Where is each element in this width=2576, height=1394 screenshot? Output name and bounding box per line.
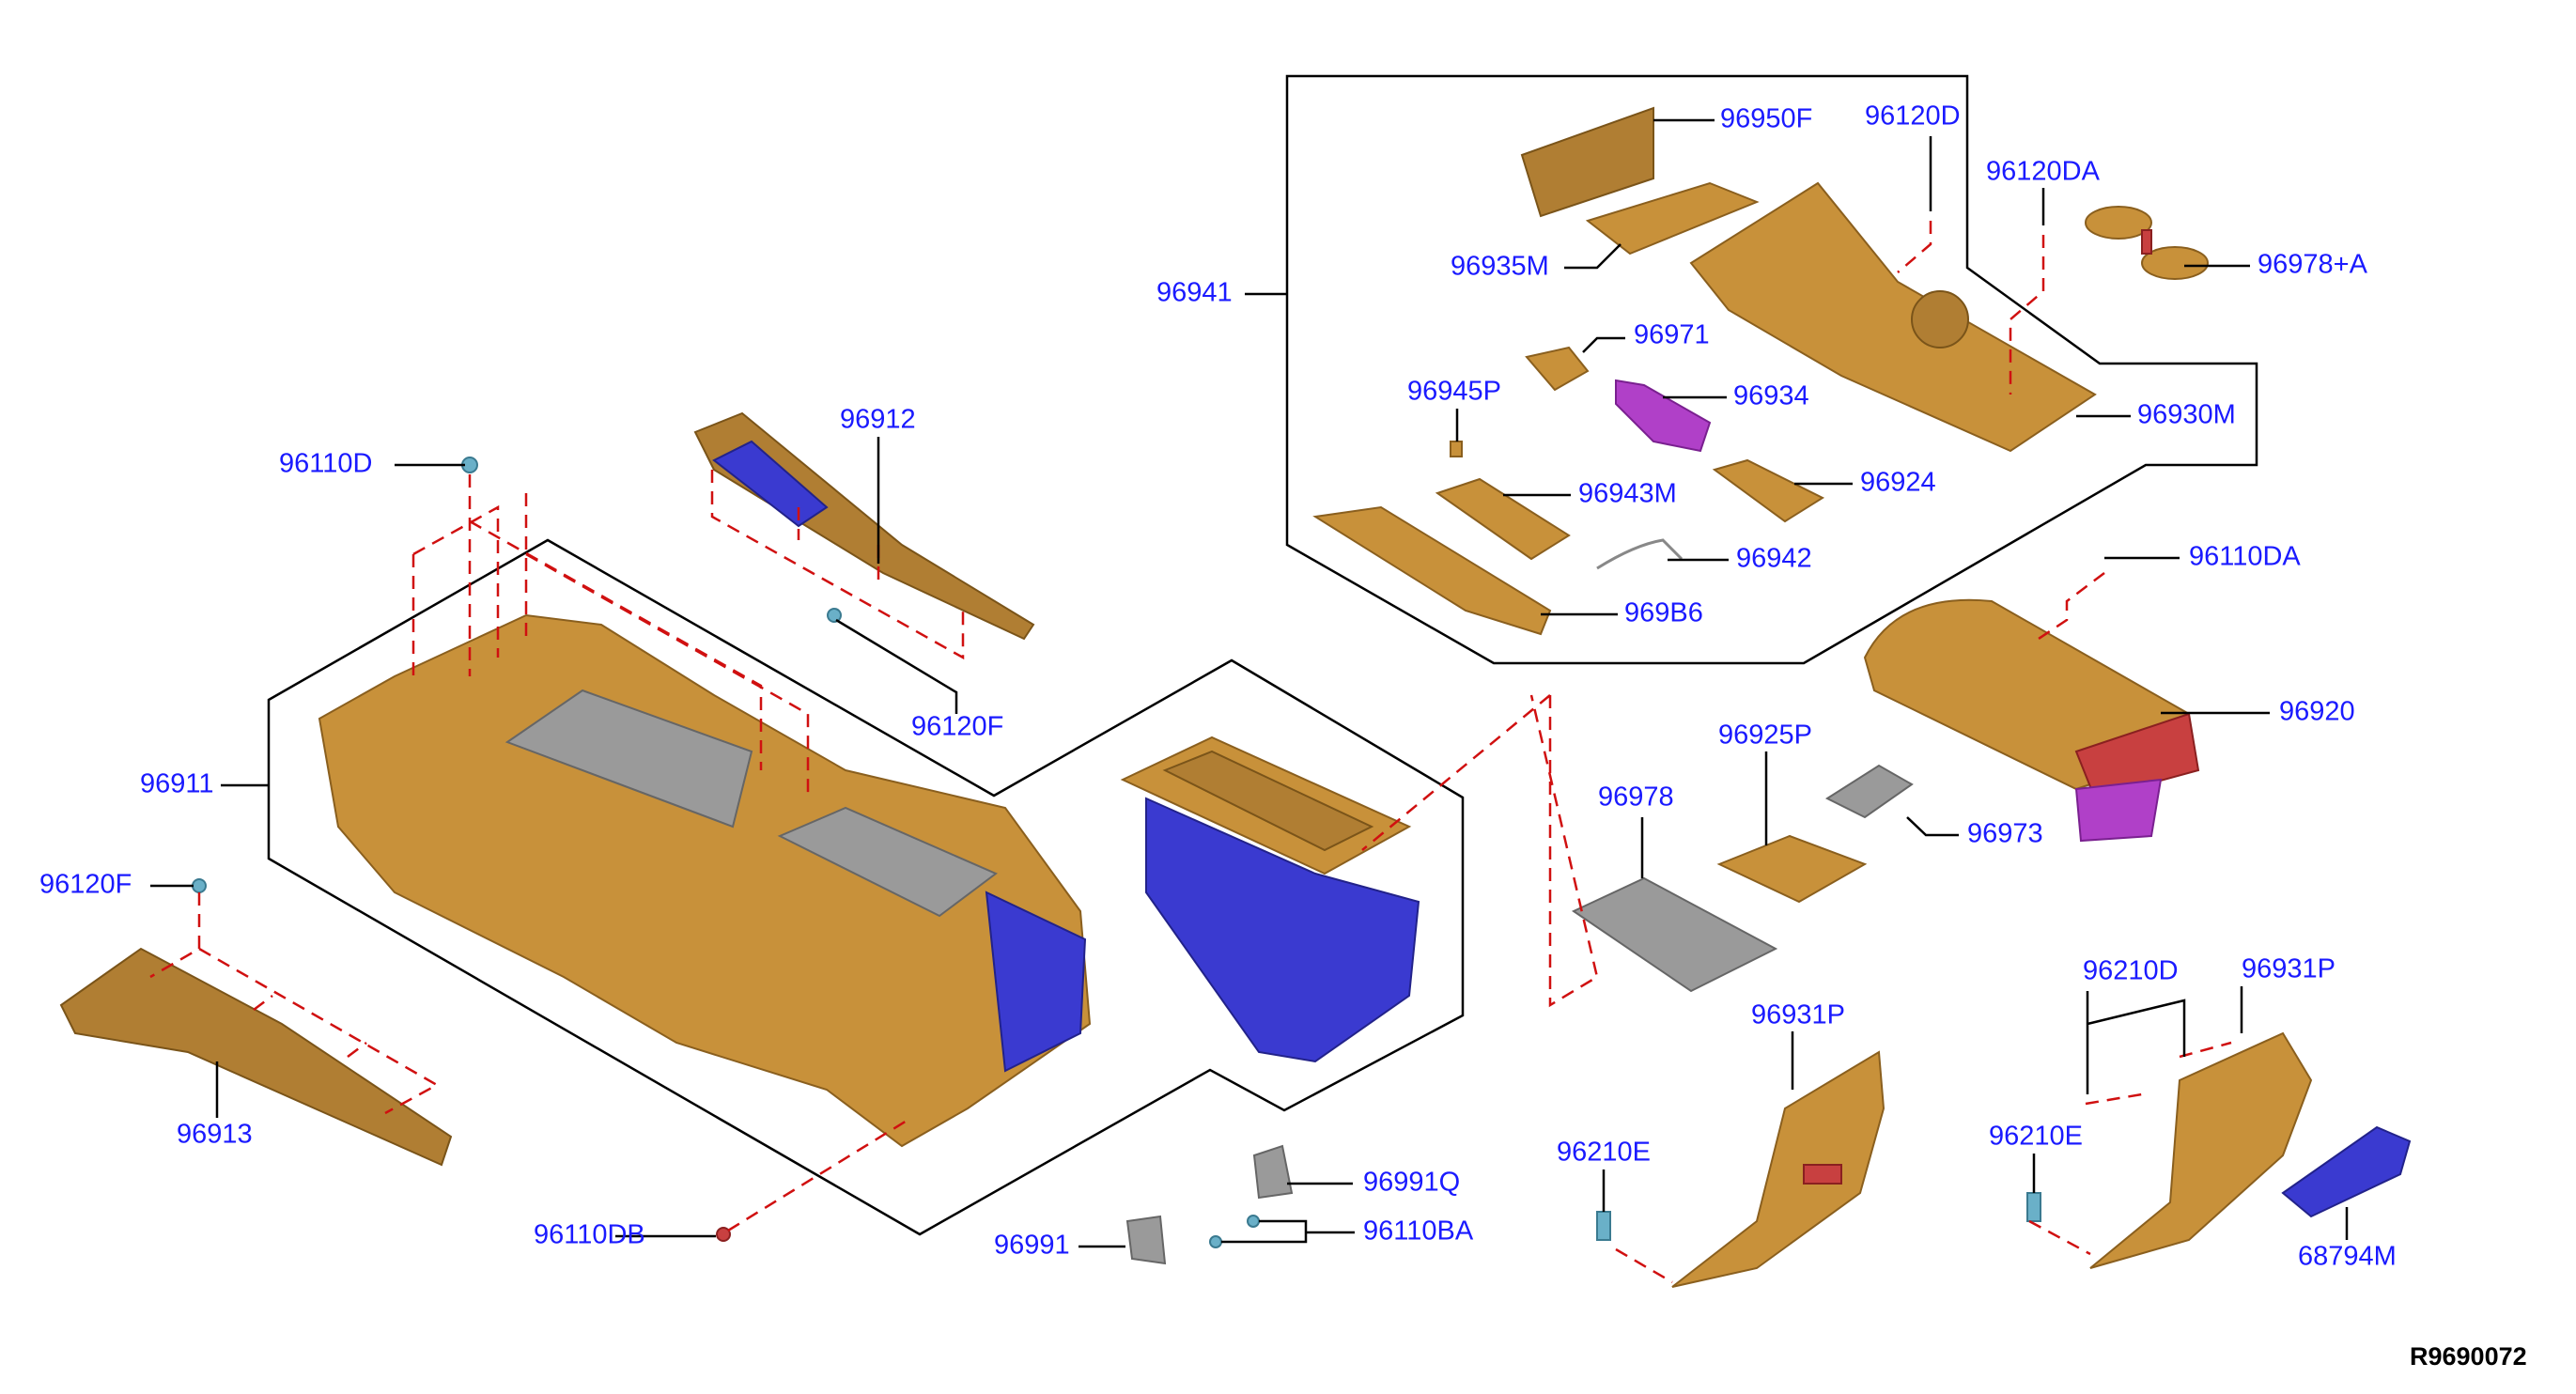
part-labels: 96950F 96120D 96120DA 96978+A 96935M 969… [39, 101, 2527, 1371]
callout-96924[interactable]: 96924 [1860, 468, 1936, 498]
callout-96991[interactable]: 96991 [994, 1231, 1070, 1261]
callout-96210E-left[interactable]: 96210E [1557, 1138, 1651, 1168]
clip-96120F-rail-part[interactable] [827, 608, 842, 623]
bezel-96943M-part[interactable] [1435, 477, 1571, 561]
cup-holder [1911, 290, 1969, 348]
callout-96935M[interactable]: 96935M [1451, 252, 1549, 282]
tray-96925P-part[interactable] [1716, 834, 1868, 904]
mat-96973-part[interactable] [1824, 764, 1914, 819]
callout-96110BA[interactable]: 96110BA [1363, 1216, 1474, 1247]
callout-96930M[interactable]: 96930M [2137, 400, 2236, 430]
diagram-reference-code: R9690072 [2410, 1342, 2527, 1371]
callout-96943M[interactable]: 96943M [1578, 479, 1677, 509]
clip-96120F-part[interactable] [192, 878, 207, 893]
clip-96945P-part[interactable] [1450, 441, 1463, 457]
callout-96971[interactable]: 96971 [1634, 320, 1710, 350]
callout-969B6[interactable]: 969B6 [1624, 598, 1703, 628]
armrest-96920-part[interactable] [1863, 598, 2200, 843]
callout-96950F[interactable]: 96950F [1720, 104, 1812, 134]
rear-finisher-96931P-right-part[interactable] [2089, 1031, 2313, 1269]
callout-96931P-right[interactable]: 96931P [2242, 954, 2335, 984]
console-box-part[interactable] [1120, 736, 1420, 1063]
callout-96934[interactable]: 96934 [1733, 381, 1809, 411]
callout-96978[interactable]: 96978 [1598, 782, 1674, 813]
finisher-96913-part[interactable] [59, 947, 453, 1167]
callout-96925P[interactable]: 96925P [1718, 720, 1812, 751]
rear-finisher-96931P-left-part[interactable] [1671, 1050, 1885, 1288]
finisher-969B6-part[interactable] [1312, 505, 1552, 636]
callout-96912[interactable]: 96912 [840, 405, 916, 435]
mat-96978-part[interactable] [1571, 876, 1778, 993]
console-body-part[interactable] [318, 613, 1092, 1148]
callout-96978A[interactable]: 96978+A [2258, 250, 2368, 280]
tray-96935M-part[interactable] [1585, 181, 1760, 256]
harness-96942-part[interactable] [1596, 538, 1684, 570]
callout-96991Q[interactable]: 96991Q [1363, 1168, 1460, 1198]
vent-opening [1803, 1164, 1842, 1185]
callout-96945P[interactable]: 96945P [1407, 377, 1501, 407]
clip-96210E-left-part[interactable] [1596, 1211, 1611, 1241]
group-box-96941 [1285, 74, 2258, 665]
side-rail-clips [712, 440, 829, 528]
callout-96120D[interactable]: 96120D [1865, 101, 1961, 132]
bracket-96971-part[interactable] [1525, 346, 1590, 392]
bezel-96924-part[interactable] [1712, 458, 1825, 523]
screw-96110BA-part-2[interactable] [1209, 1235, 1222, 1248]
bracket-96991Q-part[interactable] [1252, 1144, 1294, 1200]
bracket-96991-part[interactable] [1125, 1215, 1167, 1265]
callout-96920[interactable]: 96920 [2279, 697, 2355, 727]
callout-96941[interactable]: 96941 [1156, 278, 1233, 308]
group-box-96911 [267, 538, 1465, 1236]
finisher-96930M-part[interactable] [1689, 181, 2097, 453]
callout-96942[interactable]: 96942 [1736, 544, 1812, 574]
clip-96210E-right-part[interactable] [2026, 1192, 2041, 1222]
callout-96110DB[interactable]: 96110DB [534, 1220, 645, 1250]
callout-96110D[interactable]: 96110D [279, 449, 372, 479]
callout-96973[interactable]: 96973 [1967, 819, 2043, 849]
panel-96950F-part[interactable] [1520, 106, 1654, 218]
callout-96210E-right[interactable]: 96210E [1989, 1122, 2083, 1152]
cup-holder-insert-96978A-part[interactable] [2085, 206, 2209, 280]
knob-96934-part[interactable] [1615, 379, 1712, 453]
assembly-lines [149, 221, 2232, 1284]
callout-96120F-rail[interactable]: 96120F [911, 712, 1003, 742]
leader-lines [150, 118, 2349, 1248]
callout-96911[interactable]: 96911 [140, 769, 214, 799]
callout-96110DA[interactable]: 96110DA [2189, 542, 2301, 572]
callout-96120DA[interactable]: 96120DA [1986, 157, 2101, 187]
screw-96110DB-part[interactable] [716, 1227, 731, 1242]
callout-96120F[interactable]: 96120F [39, 870, 132, 900]
callout-96913[interactable]: 96913 [177, 1120, 253, 1150]
screw-96110BA-part[interactable] [1247, 1215, 1260, 1228]
callout-68794M[interactable]: 68794M [2298, 1242, 2397, 1272]
callout-96210D[interactable]: 96210D [2083, 956, 2179, 986]
callout-96931P-left[interactable]: 96931P [1751, 1000, 1845, 1030]
vent-68794M-part[interactable] [2281, 1125, 2412, 1218]
